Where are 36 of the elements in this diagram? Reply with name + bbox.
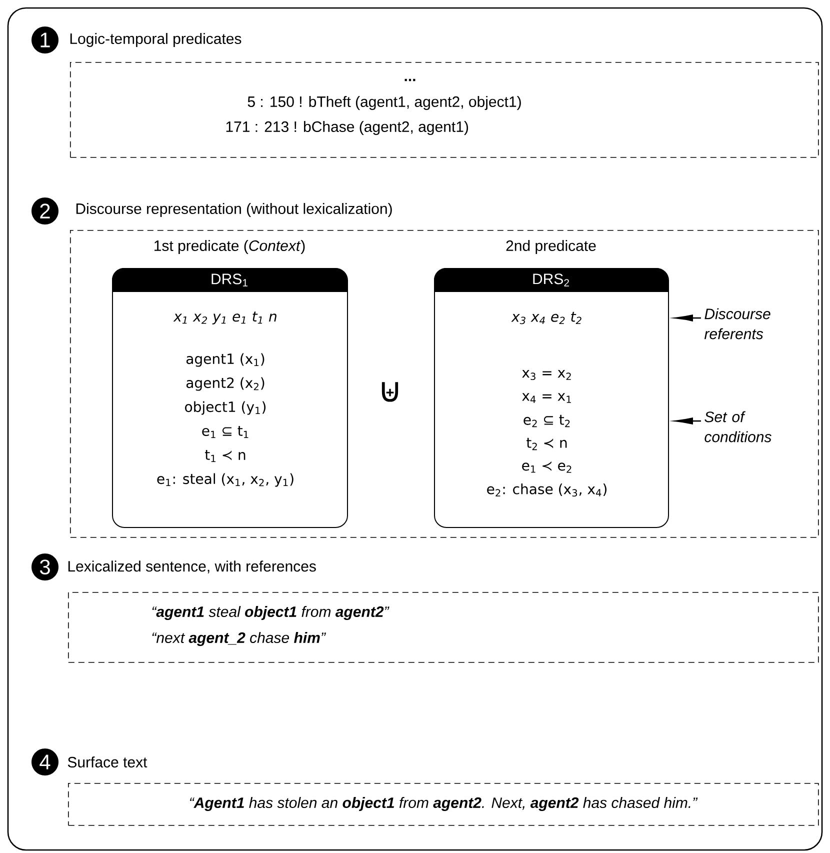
referent-list: x$_{1}$ x$_{2}$ y$_{1}$ e$_{1}$ t$_{1}$ n <box>173 312 276 324</box>
dashed-box <box>70 230 819 538</box>
step-number: 4 <box>32 748 58 776</box>
step-number: 1 <box>32 26 58 54</box>
box-caption: 2nd predicate <box>506 240 596 254</box>
annotation: Discourse referents <box>704 308 770 340</box>
sentence-line: “agent1 steal object1 from agent2” <box>152 606 390 620</box>
condition-line: e$_{2}$: chase (x$_{3}$, x$_{4}$) <box>487 483 606 497</box>
annotation: Set of conditions <box>704 411 772 442</box>
predicate-line: 5 : 150 ! bTheft (agent1, agent2, object1) <box>248 96 521 110</box>
condition-line: agent1 (x$_{1}$) <box>186 353 264 367</box>
condition-line: t$_{2}$ ≺ n <box>526 438 567 450</box>
sentence-line: “next agent_2 chase him” <box>152 632 326 646</box>
union-symbol: ⊎ <box>382 382 398 402</box>
condition-line: e$_{1}$ ≺ e$_{2}$ <box>522 461 572 473</box>
step-number: 2 <box>32 198 58 224</box>
box-caption: 1st predicate (Context) <box>154 240 305 254</box>
section-heading: Discourse representation (without lexicalization) <box>76 203 392 217</box>
condition-line: e$_{2}$ ⊆ t$_{2}$ <box>524 414 570 428</box>
condition-line: e$_{1}$ ⊆ t$_{1}$ <box>202 426 248 438</box>
condition-line: x$_{3}$ = x$_{2}$ <box>522 370 571 380</box>
condition-line: e$_{1}$: steal (x$_{1}$, x$_{2}$, y$_{1}$) <box>157 473 294 487</box>
section-heading: Lexicalized sentence, with references <box>68 560 316 574</box>
condition-line: agent2 (x$_{2}$) <box>186 377 264 391</box>
drs-title: DRS$_{1}$ <box>212 274 248 286</box>
section-heading: Logic-temporal predicates <box>70 33 242 47</box>
condition-line: t$_{1}$ ≺ n <box>205 450 246 462</box>
referent-list: x$_{3}$ x$_{4}$ e$_{2}$ t$_{2}$ <box>511 312 582 324</box>
condition-line: x$_{4}$ = x$_{1}$ <box>522 393 571 403</box>
step-number: 3 <box>32 554 58 580</box>
surface-sentence: “Agent1 has stolen an object1 from agent2. Next, agent2 has chased him.” <box>190 797 698 811</box>
predicate-line: 171 : 213 ! bChase (agent2, agent1) <box>226 121 468 135</box>
drs-title: DRS$_{2}$ <box>533 274 569 286</box>
ellipsis: ... <box>404 78 416 82</box>
condition-line: object1 (y$_{1}$) <box>185 401 266 415</box>
section-heading: Surface text <box>68 756 148 768</box>
